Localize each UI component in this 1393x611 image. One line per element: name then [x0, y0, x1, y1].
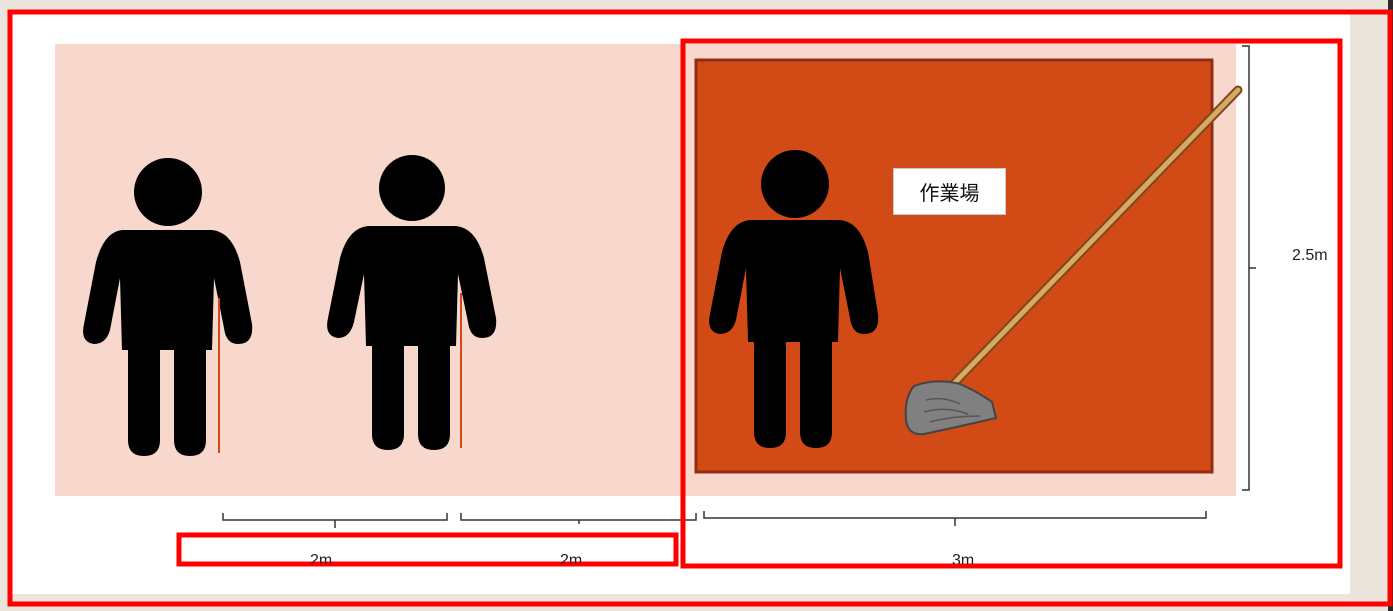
- workspace-width-label: 3m: [952, 552, 975, 564]
- annotation-boxes: [7, 9, 1393, 607]
- height-dimension-label: 2.5m: [1292, 247, 1328, 264]
- person-icon: [83, 158, 253, 456]
- annotation-box-spacing: [176, 532, 679, 567]
- annotation-box-outer: [7, 9, 1393, 607]
- dimension-bracket-height: [1242, 45, 1256, 491]
- person-icon: [327, 155, 497, 450]
- shovel-icon: [904, 85, 1243, 436]
- annotation-box-workspace: [680, 38, 1343, 569]
- workspace-label: 作業場: [893, 168, 1006, 215]
- dimension-bracket-1: [222, 513, 448, 528]
- dimension-bracket-3: [703, 511, 1207, 526]
- spacing-label-1: 2m: [310, 552, 333, 564]
- dimension-bracket-2: [460, 513, 697, 524]
- spacing-label-2: 2m: [560, 552, 583, 564]
- person-icon: [709, 150, 879, 448]
